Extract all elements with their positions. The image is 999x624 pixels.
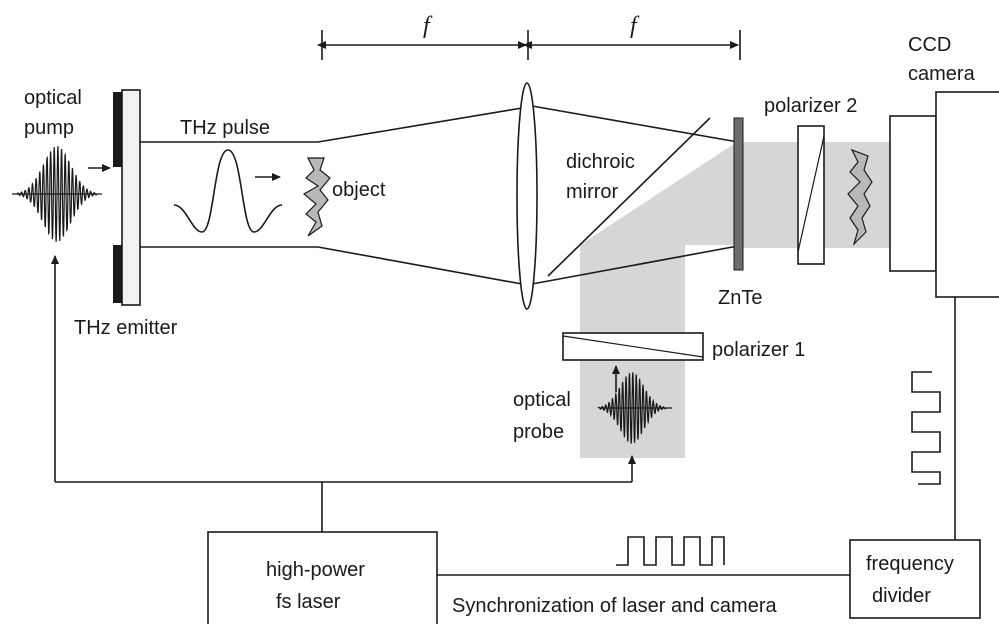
optical-probe-pulse bbox=[597, 365, 672, 444]
object-label: object bbox=[332, 179, 386, 201]
dichroic-mirror bbox=[547, 117, 711, 277]
ccd-label-line1: CCD bbox=[908, 34, 951, 56]
thz-emitter-label: THz emitter bbox=[74, 317, 178, 339]
optical-probe-label-line1: optical bbox=[513, 389, 571, 411]
labels: f f optical pump THz pulse object THz em… bbox=[24, 13, 976, 617]
frequency-divider-label-line1: frequency bbox=[866, 553, 954, 575]
optical-pump-label-line2: pump bbox=[24, 117, 74, 139]
znte-crystal bbox=[733, 117, 744, 271]
thz-pulse-label: THz pulse bbox=[180, 117, 270, 139]
thz-pulse-waveform bbox=[173, 149, 283, 233]
square-wave-horizontal bbox=[616, 536, 725, 566]
focal-length-label-right: f bbox=[630, 13, 640, 39]
polarizer-1 bbox=[562, 332, 704, 361]
optical-pump-label-line1: optical bbox=[24, 87, 82, 109]
focal-length-label-left: f bbox=[423, 13, 433, 39]
square-wave-vertical bbox=[911, 371, 941, 485]
dichroic-label-line1: dichroic bbox=[566, 151, 635, 173]
frequency-divider-label-line2: divider bbox=[872, 585, 931, 607]
lens-icon bbox=[516, 82, 538, 310]
dichroic-label-line2: mirror bbox=[566, 181, 619, 203]
trigger-lines bbox=[51, 255, 956, 576]
ccd-camera bbox=[889, 91, 999, 298]
thz-beam bbox=[140, 105, 739, 285]
optical-probe-label-line2: probe bbox=[513, 421, 564, 443]
ccd-label-line2: camera bbox=[908, 63, 976, 85]
polarizer-2 bbox=[797, 125, 825, 265]
fs-laser bbox=[207, 531, 438, 624]
frequency-divider bbox=[849, 539, 981, 619]
sync-label: Synchronization of laser and camera bbox=[452, 595, 777, 617]
thz-emitter bbox=[113, 89, 141, 306]
laser-label-line1: high-power bbox=[266, 559, 365, 581]
polarizer-2-label: polarizer 2 bbox=[764, 95, 857, 117]
optical-pump-pulse bbox=[12, 146, 111, 242]
znte-label: ZnTe bbox=[718, 287, 762, 309]
object-icon bbox=[302, 157, 331, 237]
polarizer-1-label: polarizer 1 bbox=[712, 339, 805, 361]
thz-image-icon bbox=[847, 148, 873, 247]
laser-label-line2: fs laser bbox=[276, 591, 341, 613]
focal-length-marker bbox=[317, 30, 741, 60]
